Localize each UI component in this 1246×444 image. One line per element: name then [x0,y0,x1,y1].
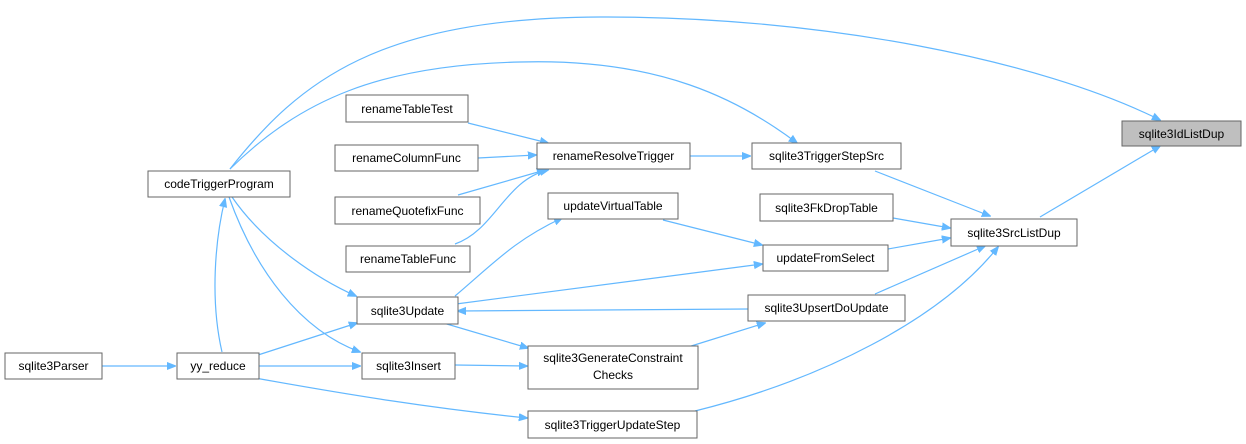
edge-insert-generateconstraintchecks [454,365,527,366]
edge-codetriggerprogram-insert [228,196,360,352]
edge-renamecolumnfunc-renameresolvetrigger [477,155,536,158]
node-label: sqlite3FkDropTable [775,201,878,215]
edge-update-generateconstraintchecks [439,321,528,348]
node-label: updateVirtualTable [563,199,663,213]
node-label: renameQuotefixFunc [351,204,463,218]
node-renametablefunc[interactable]: renameTableFunc [345,245,471,273]
node-updatevirtualtable[interactable]: updateVirtualTable [547,192,679,220]
edge-yyreduce-update [257,323,357,356]
node-renametabletest[interactable]: renameTableTest [345,94,469,123]
node-label: codeTriggerProgram [164,177,274,191]
edge-yyreduce-codetriggerprogram [214,199,225,353]
node-label: sqlite3Parser [18,359,88,373]
node-label: renameColumnFunc [352,151,461,165]
edge-upsertdoupdate-update [458,309,749,311]
node-sqlite3idlistdup[interactable]: sqlite3IdListDup [1121,120,1242,147]
node-label: sqlite3GenerateConstraint [543,351,683,365]
node-label: renameResolveTrigger [553,149,675,163]
edge-renamequotefixfunc-renameresolvetrigger [457,170,545,196]
edge-srclistdup-idlistdup [1039,146,1160,218]
node-updatefromselect[interactable]: updateFromSelect [762,244,889,272]
edge-update-updatefromselect [455,264,762,305]
node-sqlite3triggerstepsrc[interactable]: sqlite3TriggerStepSrc [751,142,902,170]
node-label: sqlite3Update [371,304,445,318]
node-label: sqlite3SrcListDup [967,226,1061,240]
node-sqlite3update[interactable]: sqlite3Update [356,296,459,325]
edge-yyreduce-triggerupdatestep [254,377,527,418]
node-label: sqlite3TriggerStepSrc [769,149,884,163]
node-renamequotefixfunc[interactable]: renameQuotefixFunc [334,196,481,225]
edge-updatefromselect-srclistdup [887,238,950,250]
node-sqlite3triggerupdatestep[interactable]: sqlite3TriggerUpdateStep [527,410,698,439]
node-sqlite3upsertdoupdate[interactable]: sqlite3UpsertDoUpdate [747,294,906,322]
node-sqlite3insert[interactable]: sqlite3Insert [361,352,456,380]
edge-renametabletest-renameresolvetrigger [467,122,548,143]
node-label: sqlite3UpsertDoUpdate [764,301,888,315]
edge-renametablefunc-renameresolvetrigger [454,170,548,245]
node-label: updateFromSelect [776,251,875,265]
edge-codetriggerprogram-idlistdup [229,16,1160,170]
edge-triggerupdatestep-srclistdup [694,247,998,412]
node-renamecolumnfunc[interactable]: renameColumnFunc [334,144,479,172]
node-label: yy_reduce [190,359,246,373]
node-label: sqlite3IdListDup [1139,127,1225,141]
node-label: renameTableFunc [360,252,456,266]
node-sqlite3parser[interactable]: sqlite3Parser [4,352,103,380]
edge-update-updatevirtualtable [454,218,562,297]
node-label: renameTableTest [361,102,453,116]
node-sqlite3fkdroptable[interactable]: sqlite3FkDropTable [759,193,894,222]
edges [102,16,1160,418]
node-label: Checks [593,368,633,382]
node-label: sqlite3Insert [376,359,441,373]
node-codetriggerprogram[interactable]: codeTriggerProgram [147,170,291,198]
node-label: sqlite3TriggerUpdateStep [545,418,681,432]
edge-fkdroptable-srclistdup [892,217,950,228]
edge-triggerstepsrc-srclistdup [874,170,990,216]
edge-updatevirtualtable-updatefromselect [662,219,762,245]
node-sqlite3generateconstraintchecks[interactable]: sqlite3GenerateConstraint Checks [527,345,699,390]
edge-codetriggerprogram-triggerstepsrc [229,61,797,170]
nodes: sqlite3IdListDup codeTriggerProgram rena… [4,94,1242,439]
node-sqlite3srclistdup[interactable]: sqlite3SrcListDup [950,218,1078,247]
edge-generateconstraintchecks-upsertdoupdate [687,323,765,348]
edge-codetriggerprogram-update [231,196,356,296]
node-yy-reduce[interactable]: yy_reduce [176,352,260,380]
edge-upsertdoupdate-srclistdup [874,246,985,295]
node-renameresolvetrigger[interactable]: renameResolveTrigger [536,142,691,170]
